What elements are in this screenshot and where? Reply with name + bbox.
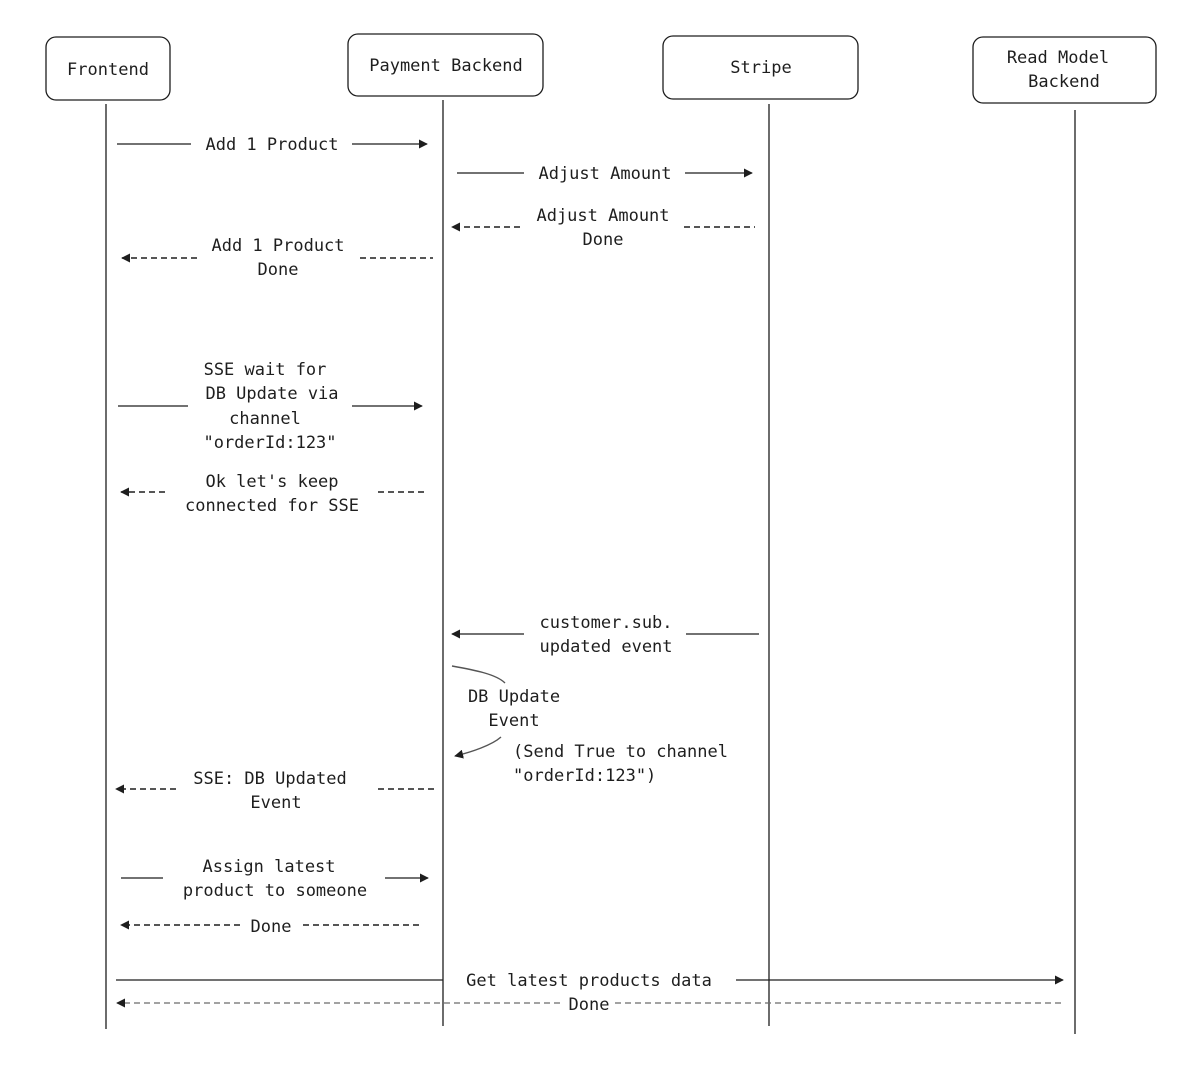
message-done: Done bbox=[120, 917, 423, 937]
participant-label: Read Model bbox=[1007, 48, 1109, 68]
message-label: Add 1 Product bbox=[211, 236, 344, 256]
message-label: Done bbox=[569, 995, 610, 1015]
message-db-update-event: DB Update Event bbox=[451, 665, 560, 759]
message-label: SSE wait for bbox=[204, 360, 327, 380]
participant-label: Payment Backend bbox=[369, 56, 523, 76]
message-label: Event bbox=[488, 711, 539, 731]
message-label: updated event bbox=[539, 637, 672, 657]
message-sse-wait: SSE wait for DB Update via channel "orde… bbox=[118, 360, 423, 453]
message-label: DB Update bbox=[468, 687, 560, 707]
message-adjust-amount-done: Adjust Amount Done bbox=[451, 206, 755, 250]
message-label: channel bbox=[229, 409, 301, 429]
message-label: DB Update via bbox=[205, 384, 338, 404]
participant-payment-backend: Payment Backend bbox=[347, 33, 544, 97]
message-label: connected for SSE bbox=[185, 496, 359, 516]
message-label: Adjust Amount bbox=[536, 206, 669, 226]
note-text: (Send True to channel bbox=[513, 742, 728, 762]
message-label: Adjust Amount bbox=[538, 164, 671, 184]
message-assign-product: Assign latest product to someone bbox=[121, 857, 429, 901]
participant-stripe: Stripe bbox=[662, 35, 859, 100]
participant-label: Stripe bbox=[730, 58, 791, 78]
note-text: "orderId:123") bbox=[513, 766, 656, 786]
message-label: Add 1 Product bbox=[205, 135, 338, 155]
message-label: "orderId:123" bbox=[203, 433, 336, 453]
participant-label: Backend bbox=[1028, 72, 1100, 92]
message-adjust-amount: Adjust Amount bbox=[457, 164, 753, 184]
message-label: product to someone bbox=[183, 881, 367, 901]
message-customer-sub-updated: customer.sub. updated event bbox=[451, 613, 759, 657]
message-label: Get latest products data bbox=[466, 971, 712, 991]
note-send-true: (Send True to channel "orderId:123") bbox=[513, 742, 728, 786]
participant-label: Frontend bbox=[67, 60, 149, 80]
message-label: Done bbox=[251, 917, 292, 937]
message-label: customer.sub. bbox=[539, 613, 672, 633]
participant-read-model-backend: Read Model Backend bbox=[972, 36, 1157, 104]
message-label: Done bbox=[258, 260, 299, 280]
message-label: Ok let's keep bbox=[205, 472, 338, 492]
message-add-product: Add 1 Product bbox=[117, 135, 428, 155]
message-label: SSE: DB Updated bbox=[193, 769, 347, 789]
message-sse-db-updated: SSE: DB Updated Event bbox=[115, 769, 438, 813]
participant-frontend: Frontend bbox=[45, 36, 171, 101]
message-label: Event bbox=[250, 793, 301, 813]
message-label: Done bbox=[583, 230, 624, 250]
message-label: Assign latest bbox=[202, 857, 335, 877]
message-add-product-done: Add 1 Product Done bbox=[121, 236, 433, 280]
message-keep-connected: Ok let's keep connected for SSE bbox=[120, 472, 424, 516]
message-done-final: Done bbox=[116, 995, 1062, 1015]
message-get-products: Get latest products data bbox=[116, 971, 1064, 991]
